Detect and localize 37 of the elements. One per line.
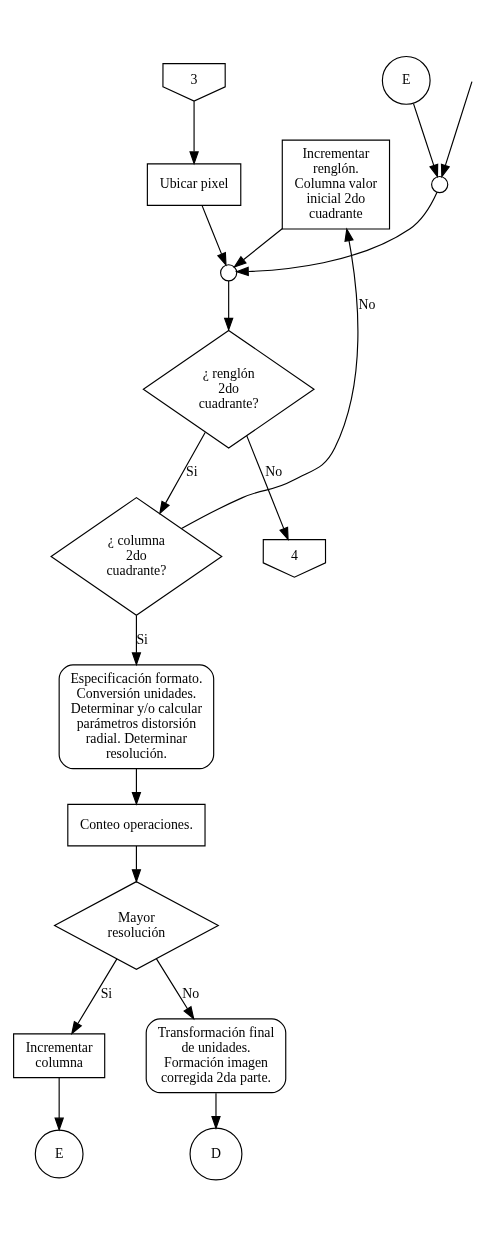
arrow bbox=[412, 103, 438, 179]
node-circle: D bbox=[189, 1127, 242, 1181]
arrow bbox=[131, 845, 141, 884]
edge-label: No bbox=[181, 985, 199, 1001]
arrow bbox=[131, 768, 141, 806]
arrow bbox=[232, 228, 283, 269]
arrow bbox=[223, 280, 233, 332]
arrow bbox=[201, 205, 227, 267]
node-circle bbox=[430, 175, 448, 194]
node-circle: E bbox=[381, 55, 431, 105]
edge-label: No bbox=[264, 464, 282, 480]
node-diamond: Mayor resolución bbox=[52, 880, 219, 970]
arrow bbox=[188, 100, 199, 166]
node-circle: E bbox=[34, 1129, 84, 1179]
node-box: Ubicar pixel bbox=[146, 163, 241, 206]
edge-label: Si bbox=[100, 985, 112, 1001]
node-box: Conteo operaciones. bbox=[66, 803, 206, 847]
node-box: Incrementar renglón. Columna valor inicial 2do cuadrante bbox=[281, 139, 390, 230]
arrow bbox=[245, 435, 289, 542]
arrow bbox=[234, 191, 437, 277]
edge-label: Si bbox=[185, 464, 198, 480]
arrow bbox=[440, 81, 473, 179]
arrow bbox=[155, 958, 195, 1021]
node-diamond: ¿ renglón 2do cuadrante? bbox=[141, 329, 315, 449]
arrow bbox=[70, 958, 117, 1036]
node-box: Especificación formato. Conversión unidades. Determinar y/o calcular parámetros distorsión radial. Determinar resolución. bbox=[58, 664, 214, 770]
edge-label: Si bbox=[135, 631, 148, 647]
node-diamond: ¿ columna 2do cuadrante? bbox=[49, 496, 223, 616]
node-box: Transformación final de unidades. Formación imagen corregida 2da parte. bbox=[145, 1018, 286, 1094]
node-box: Incrementar columna bbox=[12, 1033, 105, 1079]
arrow bbox=[210, 1092, 221, 1130]
arrow bbox=[180, 227, 358, 530]
arrow bbox=[158, 431, 206, 515]
node-circle bbox=[219, 264, 237, 282]
edge-label: No bbox=[358, 297, 375, 313]
arrow bbox=[131, 614, 141, 667]
arrow bbox=[53, 1077, 64, 1132]
